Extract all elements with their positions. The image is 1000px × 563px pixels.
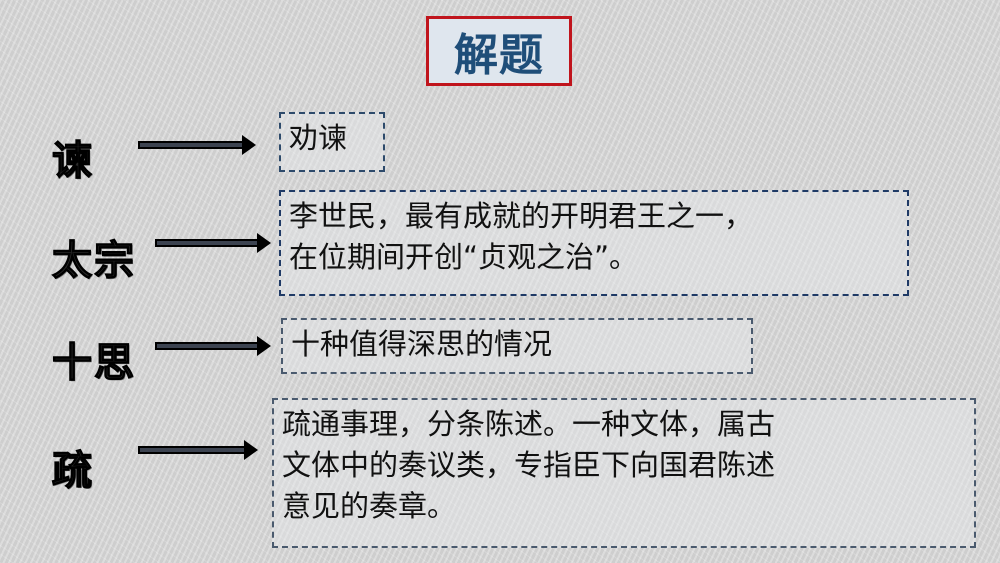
arrow-right-icon <box>138 135 256 155</box>
arrow-right-icon <box>138 440 258 460</box>
definition-line-2: 在位期间开创“贞观之治”。 <box>289 240 639 274</box>
term-shu: 疏 <box>51 447 94 494</box>
definition-box-shu: 疏通事理，分条陈述。一种文体，属古 文体中的奏议类，专指臣下向国君陈述 意见的奏… <box>272 398 976 548</box>
definition-text: 十种值得深思的情况 <box>291 327 553 361</box>
definition-line-1: 疏通事理，分条陈述。一种文体，属古 <box>282 407 776 441</box>
arrow-right-icon <box>155 336 271 356</box>
definition-box-shisi: 十种值得深思的情况 <box>281 318 753 374</box>
term-taizong: 太宗 <box>51 237 136 284</box>
definition-box-jian: 劝谏 <box>279 112 385 172</box>
arrow-right-icon <box>155 233 271 253</box>
term-shisi: 十思 <box>51 339 136 386</box>
term-jian: 谏 <box>51 137 94 184</box>
definition-box-taizong: 李世民，最有成就的开明君王之一， 在位期间开创“贞观之治”。 <box>279 190 909 296</box>
definition-line-1: 李世民，最有成就的开明君王之一， <box>289 199 754 233</box>
page-title: 解题 <box>454 30 544 81</box>
definition-line-3: 意见的奏章。 <box>282 489 457 523</box>
definition-text: 劝谏 <box>289 121 348 155</box>
definition-line-2: 文体中的奏议类，专指臣下向国君陈述 <box>282 448 776 482</box>
title-box: 解题 <box>426 16 572 86</box>
